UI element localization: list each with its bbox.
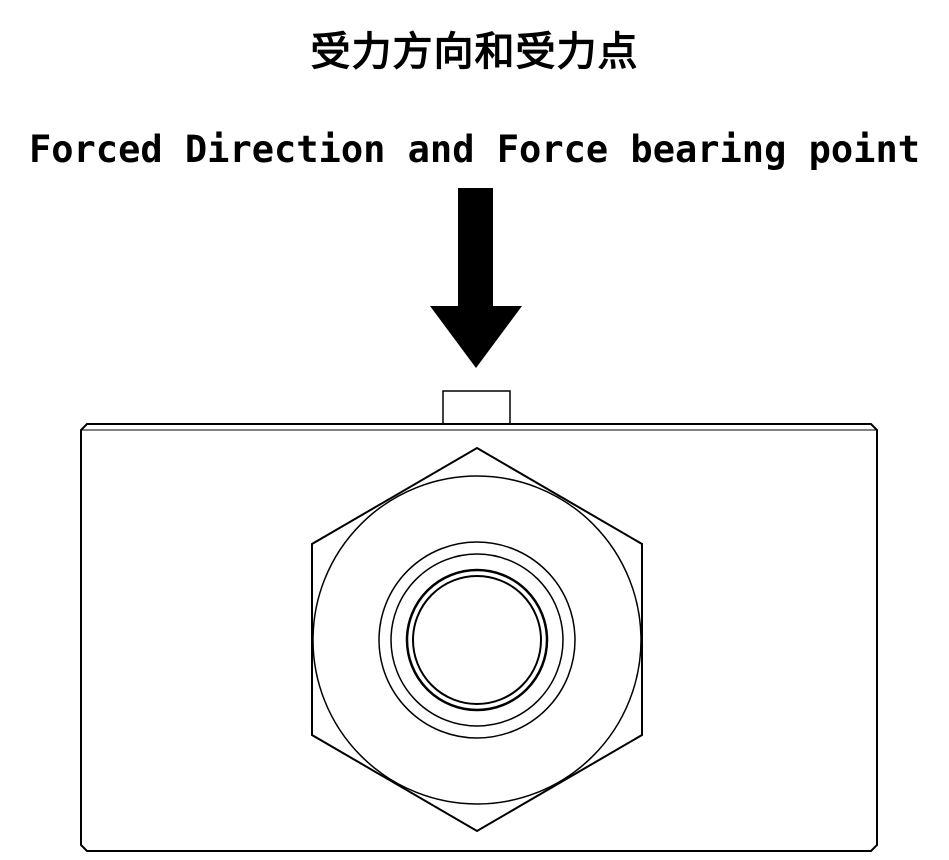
title-chinese: 受力方向和受力点 (310, 29, 639, 75)
inner-bore-inner-circle (412, 575, 542, 705)
force-arrow (430, 188, 522, 368)
outer-bore-circle (378, 541, 576, 739)
inner-bore-outer-circle (405, 568, 549, 712)
hex-nut-assembly (311, 446, 643, 833)
sensor-block (80, 423, 878, 852)
block-outline (80, 423, 878, 852)
nut-chamfer-circle (312, 475, 642, 805)
arrow-head (430, 306, 522, 368)
hex-nut-outline (311, 446, 643, 833)
title-english: Forced Direction and Force bearing point (28, 128, 921, 171)
arrow-shaft (458, 188, 493, 308)
middle-bore-circle (390, 553, 564, 727)
force-bearing-pin (442, 390, 511, 425)
